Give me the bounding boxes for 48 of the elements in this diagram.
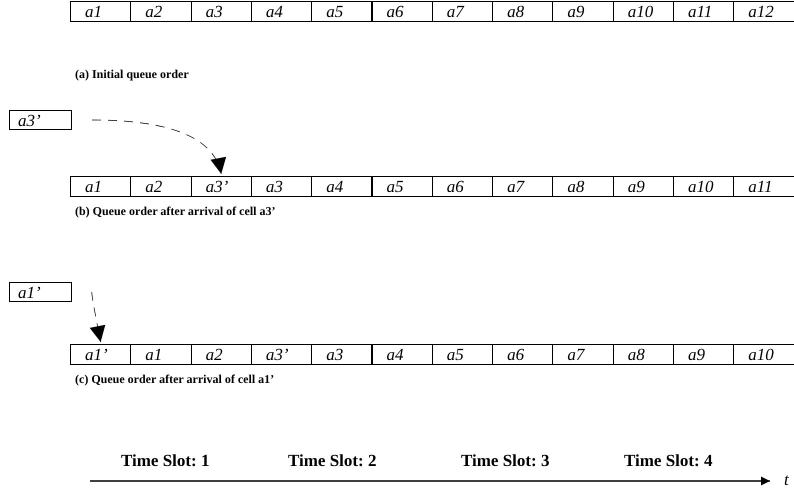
queue-cell: a11: [673, 1, 734, 22]
time-slot-label: Time Slot: 1: [121, 451, 210, 471]
queue-cell: a1’: [70, 344, 132, 365]
queue-cell: a1: [130, 344, 192, 365]
queue-cell: a7: [492, 176, 554, 197]
arriving-cell-box: a1’: [9, 282, 72, 302]
queue-cell: a3’: [190, 176, 252, 197]
queue-cell: a9: [552, 1, 614, 22]
queue-cell: a5: [372, 176, 433, 197]
queue-cell: a4: [372, 344, 433, 365]
queue-cell: a5: [311, 1, 372, 22]
queue-cell: a3’: [250, 344, 312, 365]
queue-cell: a6: [372, 1, 433, 22]
queue-cell: a2: [130, 176, 192, 197]
queue-cell: a2: [130, 1, 192, 22]
queue-cell: a4: [250, 1, 312, 22]
queue-cell: a3: [311, 344, 372, 365]
queue-cell: a6: [492, 344, 554, 365]
caption: (a) Initial queue order: [75, 67, 189, 82]
queue-cell: a9: [673, 344, 734, 365]
queue-cell: a7: [432, 1, 494, 22]
queue-cell: a8: [492, 1, 554, 22]
time-slot-label: Time Slot: 3: [461, 451, 550, 471]
queue-cell: a8: [612, 344, 674, 365]
queue-cell: a10: [612, 1, 674, 22]
queue-cell: a1: [70, 1, 132, 22]
dashed-arrow: [90, 292, 106, 342]
queue-cell: a2: [190, 344, 252, 365]
time-slot-label: Time Slot: 2: [288, 451, 376, 471]
queue-cell: a5: [432, 344, 494, 365]
caption: (c) Queue order after arrival of cell a1’: [75, 372, 274, 387]
queue-cell: a12: [733, 1, 794, 22]
queue-cell: a1: [70, 176, 132, 197]
queue-cell: a11: [733, 176, 794, 197]
axis-label: t: [784, 470, 789, 490]
caption: (b) Queue order after arrival of cell a3’: [75, 204, 276, 219]
queue-cell: a3: [250, 176, 312, 197]
queue-cell: a10: [733, 344, 794, 365]
time-slot-label: Time Slot: 4: [624, 451, 712, 471]
queue-cell: a3: [190, 1, 252, 22]
arriving-cell-box: a3’: [9, 110, 72, 130]
queue-cell: a8: [552, 176, 614, 197]
queue-cell: a7: [552, 344, 614, 365]
queue-cell: a6: [432, 176, 494, 197]
dashed-arrow: [92, 120, 225, 174]
queue-cell: a9: [612, 176, 674, 197]
queue-cell: a10: [673, 176, 734, 197]
queue-cell: a4: [311, 176, 372, 197]
